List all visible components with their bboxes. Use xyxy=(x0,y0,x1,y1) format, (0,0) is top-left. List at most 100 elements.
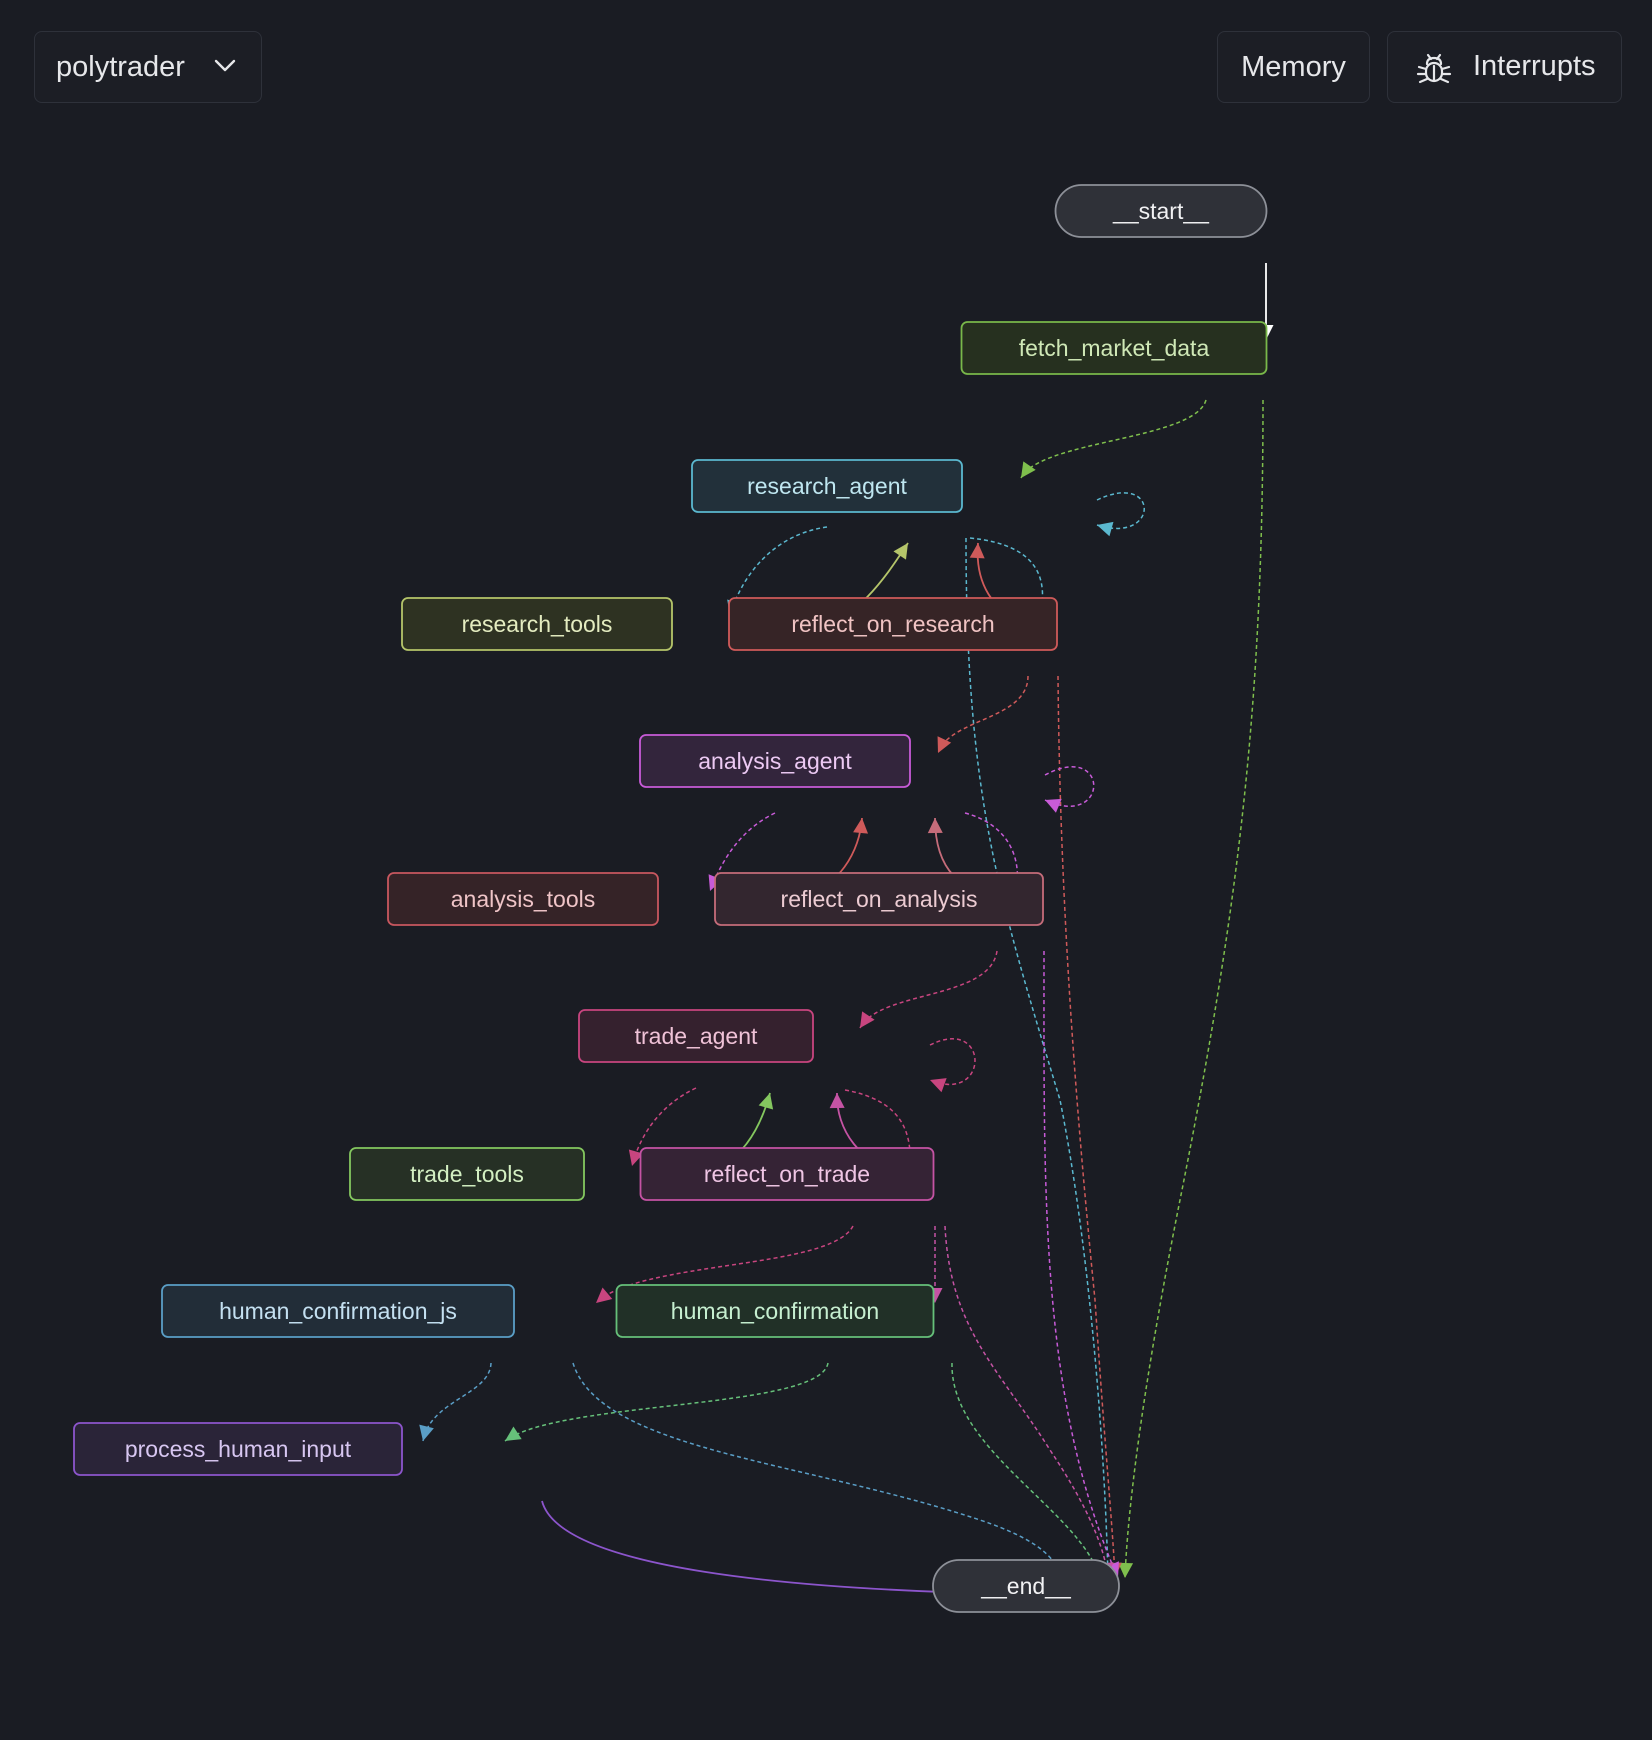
edge-arrowhead xyxy=(758,1093,774,1110)
edge-line xyxy=(937,675,1029,754)
node-reflect-on-trade[interactable]: reflect_on_trade xyxy=(639,1147,935,1201)
node-box xyxy=(578,1009,814,1063)
node-analysis-agent[interactable]: analysis_agent xyxy=(639,734,911,788)
graph-selector[interactable]: polytrader xyxy=(34,31,262,103)
edge-arrowhead xyxy=(505,1426,522,1441)
node-label: analysis_agent xyxy=(698,748,852,774)
edge-analysis_agent-to-end xyxy=(1043,950,1119,1579)
chevron-down-icon xyxy=(211,51,239,87)
node-fetch-market-data[interactable]: fetch_market_data xyxy=(960,321,1268,375)
edge-reflect_on_analysis-to-trade_agent xyxy=(859,950,998,1029)
edge-arrowhead xyxy=(1118,1562,1134,1578)
edge-research_agent-to-end xyxy=(965,537,1116,1579)
edge-arrowhead xyxy=(596,1287,613,1303)
edge-line xyxy=(422,1362,492,1442)
node-box xyxy=(73,1422,403,1476)
edge-line xyxy=(965,537,1109,1579)
node-label: __start__ xyxy=(1112,198,1210,224)
node-label: human_confirmation_js xyxy=(219,1298,457,1324)
node-box xyxy=(387,872,659,926)
node-label: reflect_on_analysis xyxy=(781,886,978,912)
node-label: trade_agent xyxy=(635,1023,758,1049)
edge-arrowhead xyxy=(893,543,908,560)
edge-arrowhead xyxy=(829,1093,845,1109)
memory-button[interactable]: Memory xyxy=(1217,31,1370,103)
edge-fetch_market_data-to-research_agent xyxy=(1020,399,1207,479)
edge-research_agent-to-research_agent xyxy=(1096,492,1145,537)
edge-human_confirmation_js-to-process_human_input xyxy=(419,1362,492,1442)
edge-line xyxy=(929,1038,976,1086)
edge-line xyxy=(951,1362,1101,1579)
bug-icon xyxy=(1415,50,1453,94)
edge-arrowhead xyxy=(853,818,869,834)
node-box xyxy=(932,1559,1120,1613)
node-reflect-on-analysis[interactable]: reflect_on_analysis xyxy=(714,872,1044,926)
edge-line xyxy=(572,1362,1061,1579)
node-box xyxy=(960,321,1268,375)
edge-line xyxy=(1096,492,1145,530)
edge-arrowhead xyxy=(937,736,952,753)
node-box xyxy=(728,597,1058,651)
node-box xyxy=(714,872,1044,926)
graph-nodes: __start__ fetch_market_data research_agent… xyxy=(73,184,1268,1613)
node-box xyxy=(1054,184,1268,238)
graph-selector-value: polytrader xyxy=(56,50,185,83)
memory-button-label: Memory xyxy=(1241,50,1346,83)
edge-analysis_agent-to-analysis_agent xyxy=(1044,766,1095,813)
node-label: process_human_input xyxy=(125,1436,352,1462)
node-label: reflect_on_research xyxy=(791,611,994,637)
edge-line xyxy=(595,1225,854,1304)
node-label: reflect_on_trade xyxy=(704,1161,870,1187)
node-research-agent[interactable]: research_agent xyxy=(691,459,963,513)
edge-line xyxy=(859,950,998,1029)
edge-line xyxy=(1044,766,1095,807)
node-label: trade_tools xyxy=(410,1161,524,1187)
node-box xyxy=(639,734,911,788)
interrupts-button-label: Interrupts xyxy=(1473,50,1596,82)
edge-line xyxy=(1057,675,1116,1579)
edge-arrowhead xyxy=(969,543,985,559)
node-start[interactable]: __start__ xyxy=(1054,184,1268,238)
edge-line xyxy=(969,537,1044,617)
edge-reflect_on_research-to-analysis_agent xyxy=(937,675,1029,754)
edge-human_confirmation-to-process_human_input xyxy=(504,1362,829,1442)
edge-line xyxy=(1020,399,1207,479)
edge-arrowhead xyxy=(1097,521,1114,537)
node-human-confirmation-js[interactable]: human_confirmation_js xyxy=(161,1284,515,1338)
node-box xyxy=(691,459,963,513)
node-human-confirmation[interactable]: human_confirmation xyxy=(615,1284,935,1338)
node-box xyxy=(349,1147,585,1201)
node-box xyxy=(161,1284,515,1338)
node-trade-agent[interactable]: trade_agent xyxy=(578,1009,814,1063)
node-end[interactable]: __end__ xyxy=(932,1559,1120,1613)
edge-reflect_on_trade-to-end xyxy=(944,1225,1114,1579)
node-trade-tools[interactable]: trade_tools xyxy=(349,1147,585,1201)
edge-line xyxy=(1124,399,1264,1579)
node-box xyxy=(639,1147,935,1201)
node-label: __end__ xyxy=(980,1573,1072,1599)
node-label: human_confirmation xyxy=(671,1298,879,1324)
edge-arrowhead xyxy=(419,1424,434,1441)
node-label: analysis_tools xyxy=(451,886,595,912)
edge-arrowhead xyxy=(1021,461,1036,478)
edge-reflect_on_trade-to-human_confirmation_js xyxy=(595,1225,854,1304)
edge-line xyxy=(1043,950,1119,1579)
interrupts-button[interactable]: Interrupts xyxy=(1387,31,1622,103)
edge-reflect_on_research-to-end xyxy=(1057,675,1122,1579)
node-research-tools[interactable]: research_tools xyxy=(401,597,673,651)
node-analysis-tools[interactable]: analysis_tools xyxy=(387,872,659,926)
node-label: fetch_market_data xyxy=(1019,335,1210,361)
edge-human_confirmation-to-end xyxy=(951,1362,1103,1579)
edge-line xyxy=(504,1362,829,1442)
edge-arrowhead xyxy=(860,1011,875,1028)
edge-human_confirmation_js-to-end xyxy=(572,1362,1065,1579)
node-reflect-on-research[interactable]: reflect_on_research xyxy=(728,597,1058,651)
edge-arrowhead xyxy=(1045,798,1062,813)
edge-trade_agent-to-trade_agent xyxy=(929,1038,976,1093)
edge-arrowhead xyxy=(930,1078,947,1093)
edge-line xyxy=(944,1225,1109,1579)
node-process-human-input[interactable]: process_human_input xyxy=(73,1422,403,1476)
node-box xyxy=(401,597,673,651)
node-label: research_agent xyxy=(747,473,907,499)
node-box xyxy=(615,1284,935,1338)
